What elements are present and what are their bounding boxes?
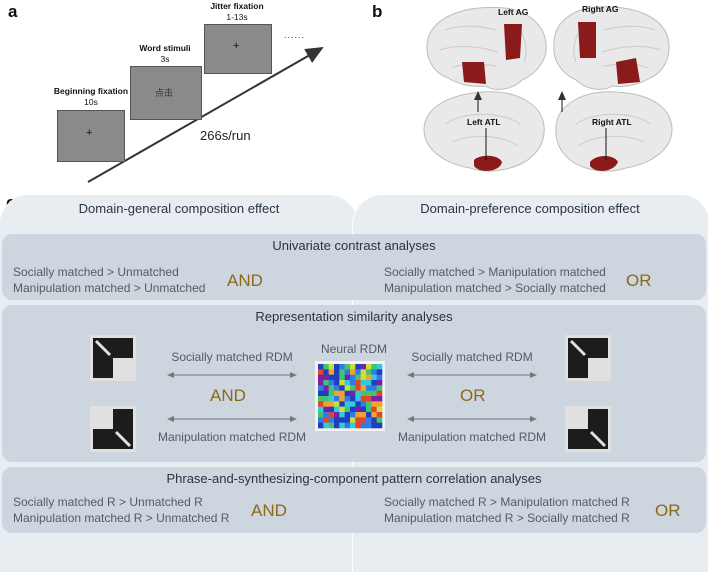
roi-right-atl-medial bbox=[590, 156, 618, 171]
brain-right-lateral bbox=[553, 6, 670, 90]
jitter-fixation-screen bbox=[204, 24, 272, 74]
panel-label-a: a bbox=[8, 2, 18, 21]
pattern-left-logic: AND bbox=[251, 501, 287, 520]
fixation-cross: + bbox=[86, 127, 93, 139]
pattern-right-line1: Socially matched R > Manipulation matche… bbox=[384, 495, 630, 509]
rsa-title: Representation similarity analyses bbox=[255, 309, 453, 324]
manipulation-rdm-label-right: Manipulation matched RDM bbox=[397, 430, 547, 444]
beginning-fixation-screen bbox=[57, 110, 125, 162]
brain-right-medial bbox=[555, 91, 673, 172]
run-length-label: 266s/run bbox=[200, 128, 251, 143]
pattern-left-line2: Manipulation matched R > Unmatched R bbox=[13, 511, 230, 525]
fixation-cross: + bbox=[233, 40, 240, 52]
label-right-ag: Right AG bbox=[582, 4, 619, 14]
univariate-left-line1: Socially matched > Unmatched bbox=[13, 265, 179, 279]
neural-rdm-label: Neural RDM bbox=[320, 342, 387, 356]
roi-left-ag bbox=[504, 24, 522, 60]
word-stimulus: 点击 bbox=[155, 88, 174, 98]
pattern-left-line1: Socially matched R > Unmatched R bbox=[13, 495, 203, 509]
univariate-band bbox=[2, 234, 706, 300]
rsa-right-logic: OR bbox=[460, 386, 486, 405]
roi-right-ag bbox=[578, 22, 596, 58]
univariate-right-line2: Manipulation matched > Socially matched bbox=[384, 281, 606, 295]
pattern-title: Phrase-and-synthesizing-component patter… bbox=[166, 471, 542, 486]
rsa-left-logic: AND bbox=[210, 386, 246, 405]
univariate-left-line2: Manipulation matched > Unmatched bbox=[13, 281, 206, 295]
left-column-title: Domain-general composition effect bbox=[78, 201, 280, 216]
pattern-band bbox=[2, 467, 706, 533]
univariate-left-logic: AND bbox=[227, 271, 263, 290]
univariate-right-logic: OR bbox=[626, 271, 652, 290]
univariate-title: Univariate contrast analyses bbox=[272, 238, 436, 253]
word-stimuli-screen bbox=[130, 66, 202, 120]
roi-left-atl-lateral bbox=[462, 62, 486, 84]
pattern-right-logic: OR bbox=[655, 501, 681, 520]
panel-label-b: b bbox=[372, 2, 383, 21]
socially-rdm-label-left: Socially matched RDM bbox=[171, 350, 293, 364]
brain-left-medial bbox=[423, 91, 545, 172]
univariate-right-line1: Socially matched > Manipulation matched bbox=[384, 265, 606, 279]
label-left-ag: Left AG bbox=[498, 7, 529, 17]
socially-rdm-label-right: Socially matched RDM bbox=[411, 350, 533, 364]
label-right-atl: Right ATL bbox=[592, 117, 632, 127]
roi-left-atl-medial bbox=[474, 155, 502, 171]
right-column-title: Domain-preference composition effect bbox=[420, 201, 640, 216]
continuation-ellipsis: ...... bbox=[284, 30, 306, 40]
rsa-band bbox=[2, 305, 706, 462]
roi-right-atl-lateral bbox=[616, 58, 640, 84]
manipulation-rdm-label-left: Manipulation matched RDM bbox=[157, 430, 307, 444]
pattern-right-line2: Manipulation matched R > Socially matche… bbox=[384, 511, 630, 525]
label-left-atl: Left ATL bbox=[467, 117, 501, 127]
brain-left-lateral bbox=[426, 6, 547, 90]
